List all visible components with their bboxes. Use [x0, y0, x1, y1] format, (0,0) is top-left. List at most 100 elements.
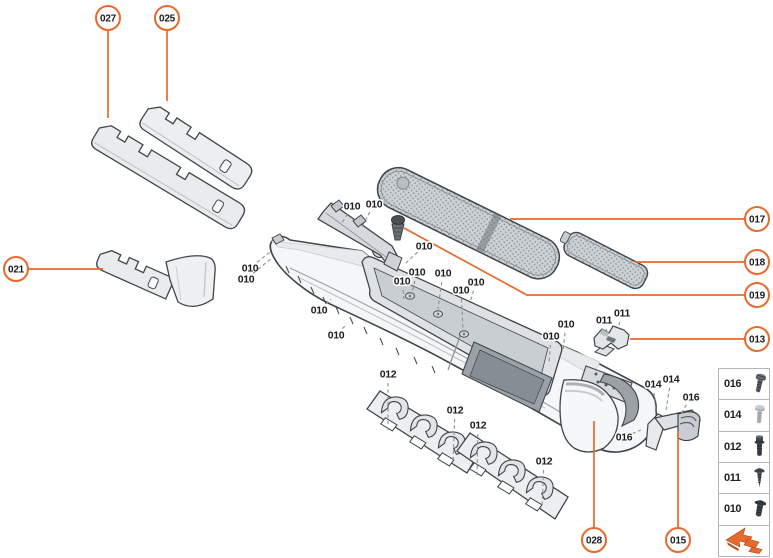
part-label-016: 016 [680, 390, 702, 415]
panel-025 [139, 106, 253, 190]
part-label-010: 010 [236, 257, 273, 287]
part-label-010: 010 [240, 251, 271, 276]
svg-text:010: 010 [468, 277, 485, 289]
svg-text:021: 021 [8, 265, 25, 276]
svg-text:011: 011 [596, 315, 612, 327]
svg-text:010: 010 [409, 267, 426, 279]
part-label-014: 014 [661, 372, 682, 411]
mat-018 [559, 231, 649, 290]
svg-text:027: 027 [100, 14, 117, 25]
legend-row-010[interactable]: 010 [719, 494, 769, 526]
flange-screw-icon [753, 497, 766, 521]
svg-text:012: 012 [447, 405, 464, 417]
part-label-010: 010 [309, 298, 332, 318]
svg-text:016: 016 [616, 432, 633, 444]
socket-bolt-icon [753, 435, 766, 459]
svg-text:010: 010 [328, 330, 345, 342]
svg-text:010: 010 [311, 305, 328, 317]
callout-013[interactable]: 013 [744, 326, 770, 352]
callout-028[interactable]: 028 [581, 527, 607, 553]
svg-text:011: 011 [614, 308, 630, 320]
svg-text:010: 010 [416, 241, 433, 253]
legend-part-number: 012 [724, 440, 742, 453]
callout-bubbles: 027 025 021 017 018 019 013 028 015 [3, 5, 770, 553]
pan-head-screw-light-icon [753, 403, 766, 427]
part-label-010: 010 [556, 317, 577, 352]
callout-019[interactable]: 019 [744, 282, 770, 308]
legend-row-011[interactable]: 011 [719, 463, 769, 495]
part-label-010: 010 [433, 266, 454, 310]
clip-019 [391, 215, 405, 241]
callout-line-019 [403, 227, 745, 296]
svg-text:010: 010 [558, 319, 575, 331]
part-label-010: 010 [326, 323, 348, 343]
part-label-010: 010 [361, 197, 385, 228]
legend-row-012[interactable]: 012 [719, 432, 769, 463]
center-console-body [269, 199, 658, 453]
rail-012-front [366, 390, 481, 474]
svg-text:016: 016 [683, 392, 700, 404]
part-label-012: 012 [468, 418, 489, 479]
callout-027[interactable]: 027 [95, 5, 121, 31]
part-label-014: 014 [643, 377, 664, 413]
svg-text:015: 015 [670, 536, 687, 547]
part-label-012: 012 [378, 367, 399, 430]
svg-text:018: 018 [749, 258, 766, 269]
return-arrow-icon [724, 527, 764, 555]
bracket-015 [645, 409, 702, 451]
mat-017 [376, 166, 561, 280]
callout-015[interactable]: 015 [665, 527, 691, 553]
callout-025[interactable]: 025 [154, 5, 180, 31]
bracket-011 [593, 325, 630, 350]
svg-text:028: 028 [586, 536, 603, 547]
panel-027 [91, 125, 246, 230]
callout-018[interactable]: 018 [744, 249, 770, 275]
callout-021[interactable]: 021 [3, 256, 29, 282]
part-label-010: 010 [466, 275, 487, 304]
part-label-010: 010 [405, 239, 435, 264]
part-label-011: 011 [594, 313, 614, 333]
part-label-010: 010 [392, 274, 413, 300]
callout-leader-lines [28, 30, 745, 528]
svg-text:010: 010 [435, 268, 452, 280]
self-tapping-screw-icon [753, 466, 766, 490]
svg-text:013: 013 [749, 335, 766, 346]
part-label-011: 011 [612, 306, 632, 330]
console-front-arm [317, 199, 403, 272]
legend-row-014[interactable]: 014 [719, 400, 769, 432]
svg-text:012: 012 [536, 456, 553, 468]
svg-text:010: 010 [453, 285, 470, 297]
legend-part-number: 014 [724, 409, 742, 422]
svg-text:017: 017 [749, 215, 766, 226]
part-label-016: 016 [614, 429, 642, 445]
callout-017[interactable]: 017 [744, 206, 770, 232]
svg-text:010: 010 [394, 276, 411, 288]
screw-boss [405, 292, 469, 338]
part-label-012: 012 [534, 454, 555, 509]
svg-text:014: 014 [645, 379, 662, 391]
legend-part-number: 010 [724, 503, 742, 516]
svg-text:014: 014 [663, 374, 680, 386]
svg-text:019: 019 [749, 291, 766, 302]
legend-part-number: 016 [724, 378, 742, 391]
svg-text:025: 025 [159, 14, 176, 25]
part-label-010: 010 [407, 265, 428, 294]
svg-text:010: 010 [366, 199, 383, 211]
legend-row-016[interactable]: 016 [719, 369, 769, 401]
fastener-legend: 016 014 012 [718, 368, 770, 557]
part-label-010: 010 [341, 199, 363, 224]
part-label-010: 010 [541, 329, 562, 364]
part-label-012: 012 [445, 403, 466, 463]
part-label-010: 010 [451, 283, 472, 331]
svg-text:010: 010 [238, 274, 255, 286]
legend-nav-row[interactable] [719, 526, 769, 556]
panel-021 [96, 250, 216, 307]
svg-text:012: 012 [380, 369, 397, 381]
pan-head-screw-icon [753, 372, 766, 396]
svg-text:010: 010 [344, 201, 361, 213]
svg-text:012: 012 [470, 420, 487, 432]
legend-part-number: 011 [724, 472, 741, 485]
